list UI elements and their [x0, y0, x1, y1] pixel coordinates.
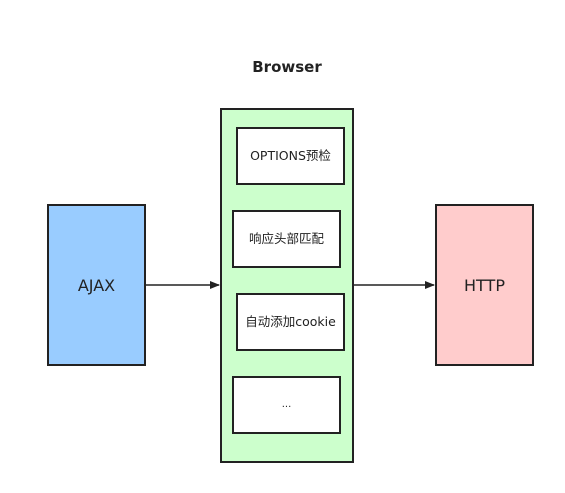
http-label: HTTP [464, 275, 505, 295]
step-label: 响应头部匹配 [248, 231, 324, 247]
http-node: HTTP [435, 204, 534, 366]
ajax-label: AJAX [77, 275, 116, 295]
step-label: OPTIONS预检 [250, 148, 331, 164]
step-response-header-match: 响应头部匹配 [232, 210, 341, 268]
step-label: ... [281, 398, 292, 410]
ajax-node: AJAX [47, 204, 146, 366]
step-ellipsis: ... [232, 376, 341, 434]
browser-title: Browser [252, 58, 322, 76]
step-label: 自动添加cookie [245, 314, 336, 330]
step-options-preflight: OPTIONS预检 [236, 127, 345, 185]
step-auto-add-cookie: 自动添加cookie [236, 293, 345, 351]
